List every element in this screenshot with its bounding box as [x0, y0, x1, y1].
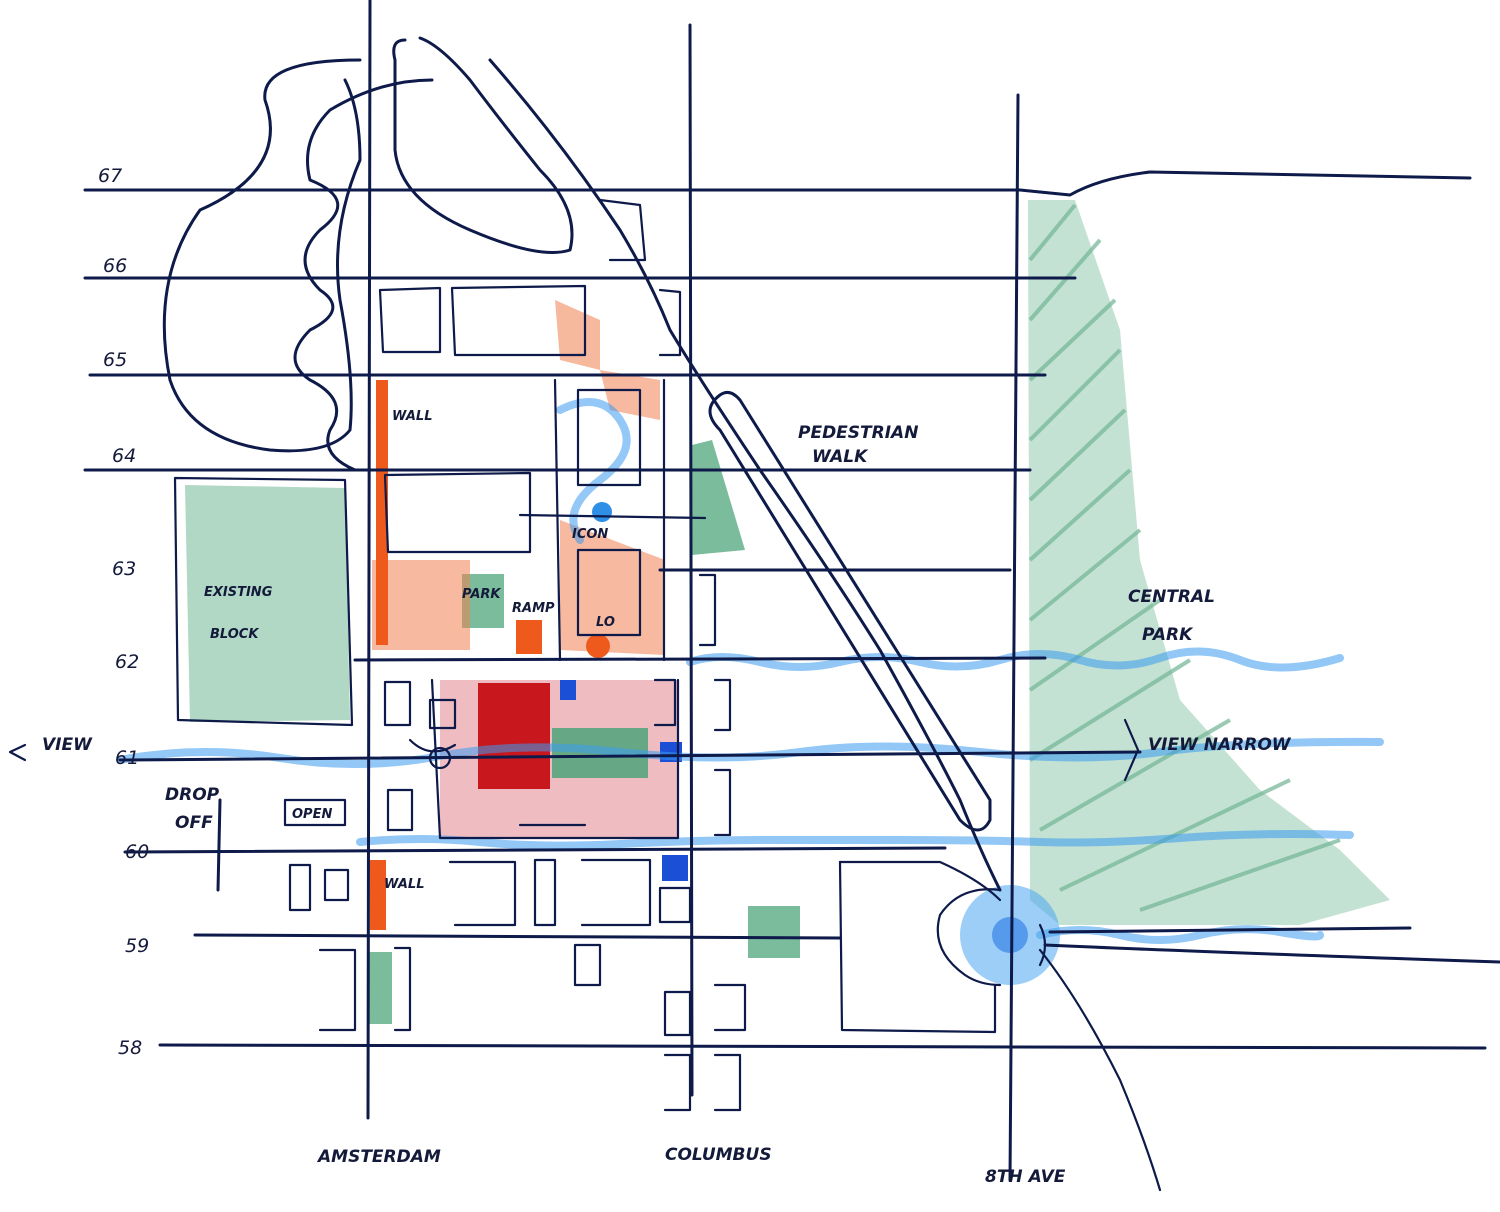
label-existing: EXISTING	[204, 585, 273, 600]
ramp-block	[516, 620, 542, 654]
existing-block-area	[185, 485, 350, 722]
label-view: VIEW	[42, 735, 93, 755]
label-pedestrian-walk-2: WALK	[812, 447, 869, 467]
street-63: 63	[112, 558, 136, 580]
street-59: 59	[125, 935, 149, 957]
wall-bottom-orange	[370, 860, 386, 930]
view-corridors	[116, 398, 1384, 944]
street-62: 62	[115, 651, 139, 673]
street-numbers: 67 66 65 64 63 62 61 60 59 58	[98, 165, 149, 1059]
blue-marker-3	[662, 855, 688, 881]
blue-marker-1	[560, 680, 576, 700]
roundabout-core	[992, 917, 1028, 953]
label-wall-bottom: WALL	[384, 877, 425, 892]
label-drop: DROP	[165, 785, 220, 805]
orange-wash	[372, 300, 665, 655]
label-view-narrow: VIEW NARROW	[1148, 735, 1292, 755]
avenue-eighth: 8TH AVE	[985, 1167, 1066, 1187]
street-66: 66	[103, 255, 127, 277]
wall-top-orange	[376, 380, 388, 645]
icon-circle	[592, 502, 612, 522]
label-central-park-2: PARK	[1142, 625, 1194, 645]
street-64: 64	[112, 445, 136, 467]
label-pedestrian-walk-1: PEDESTRIAN	[798, 423, 918, 443]
label-off: OFF	[175, 813, 213, 833]
street-67: 67	[98, 165, 122, 187]
street-65: 65	[103, 349, 127, 371]
street-60: 60	[125, 841, 149, 863]
street-61: 61	[115, 747, 139, 769]
sketch-labels: AMSTERDAM COLUMBUS 8TH AVE PEDESTRIAN WA…	[42, 409, 1292, 1187]
label-icon: ICON	[572, 527, 608, 542]
avenue-columbus: COLUMBUS	[665, 1145, 772, 1165]
green-patch-amsterdam	[368, 952, 392, 1024]
central-park-area	[1028, 200, 1390, 925]
street-58: 58	[118, 1037, 142, 1059]
lo-circle	[586, 634, 610, 658]
red-building	[478, 683, 550, 789]
green-patch-59	[748, 906, 800, 958]
label-block: BLOCK	[210, 627, 259, 642]
label-park: PARK	[462, 587, 501, 602]
label-wall-top: WALL	[392, 409, 433, 424]
label-lo: LO	[596, 615, 615, 630]
block-outlines	[8, 36, 1162, 1192]
label-central-park-1: CENTRAL	[1128, 587, 1215, 607]
avenue-amsterdam: AMSTERDAM	[316, 1147, 441, 1167]
label-ramp: RAMP	[512, 601, 555, 616]
label-open: OPEN	[292, 807, 332, 822]
